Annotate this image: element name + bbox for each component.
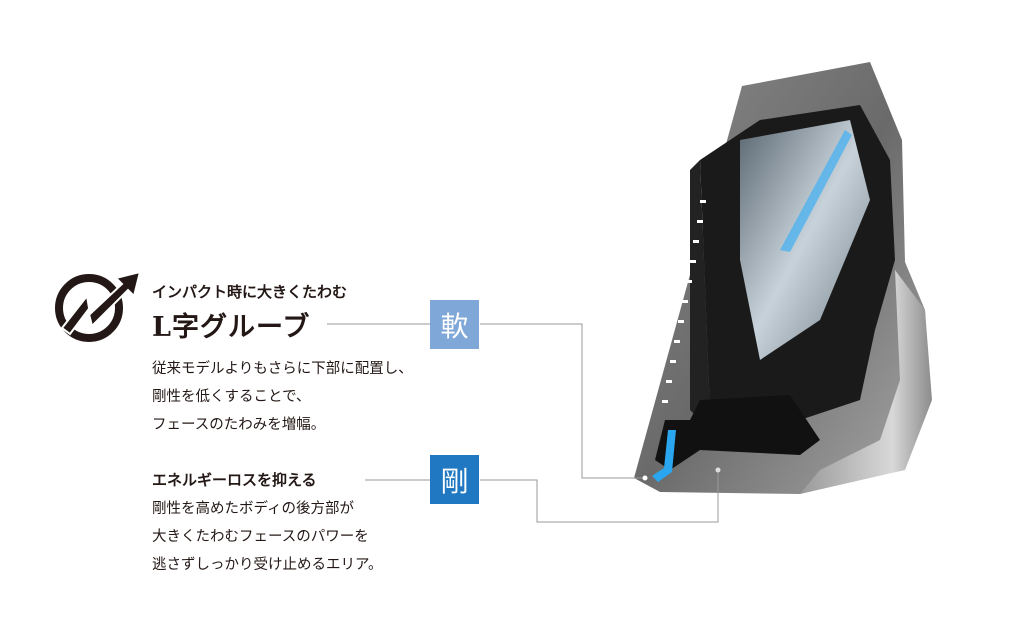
section2-description: 剛性を高めたボディの後方部が 大きくたわむフェースのパワーを 逃さずしっかり受け… xyxy=(152,495,383,579)
text-line: 剛性を低くすることで、 xyxy=(152,389,311,405)
section1-subtitle: インパクト時に大きくたわむ xyxy=(152,283,348,301)
rising-arrow-circle-icon xyxy=(55,270,142,342)
section1-description: 従来モデルよりもさらに下部に配置し、 剛性を低くすることで、 フェースのたわみを… xyxy=(152,355,413,439)
text-line: 従来モデルよりもさらに下部に配置し、 xyxy=(152,361,413,377)
text-line: 剛性を高めたボディの後方部が xyxy=(152,501,354,517)
badge-hard: 剛 xyxy=(430,455,479,504)
text-line: フェースのたわみを増幅。 xyxy=(152,417,326,433)
leader-line-hard-2 xyxy=(480,470,719,523)
l-groove-highlight xyxy=(652,430,676,482)
club-head-sole xyxy=(800,270,932,494)
text-line: 逃さずしっかり受け止めるエリア。 xyxy=(152,557,383,573)
club-head-inner-face xyxy=(740,120,870,360)
text-line: 大きくたわむフェースのパワーを xyxy=(152,529,369,545)
section1-title: L字グルーブ xyxy=(152,312,311,343)
leader-line-soft-2 xyxy=(480,323,645,479)
section2-title: エネルギーロスを抑える xyxy=(152,471,317,489)
badge-soft: 軟 xyxy=(430,300,479,349)
